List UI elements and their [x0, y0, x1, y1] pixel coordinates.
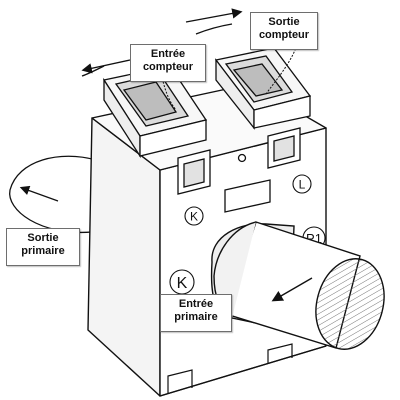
label-sortie-compteur-line1: Sortie [268, 16, 300, 28]
label-entree-primaire-line1: Entrée [178, 298, 214, 310]
label-sortie-primaire-line1: Sortie [27, 232, 59, 244]
entree-primaire-arrow [271, 277, 313, 302]
terminal-windows [177, 127, 301, 213]
sortie-compteur-arrow [185, 8, 243, 23]
label-sortie-compteur-line2: compteur [258, 29, 310, 41]
label-entree-compteur-line1: Entrée [150, 48, 186, 60]
label-entree-primaire: Entrée primaire [160, 294, 232, 332]
entree-compteur-arrow [81, 59, 131, 74]
sortie-compteur-arrow-tail [195, 23, 233, 35]
label-sortie-compteur: Sortie compteur [250, 12, 318, 50]
svg-text:K: K [177, 275, 188, 292]
label-sortie-primaire-line2: primaire [21, 245, 65, 257]
marking-k-small: K [184, 206, 204, 226]
label-entree-compteur: Entrée compteur [130, 44, 206, 82]
marking-k-large: K [169, 269, 195, 295]
sortie-primaire-arrow [19, 185, 59, 202]
primary-conductor-exit [9, 155, 97, 234]
housing-base [159, 343, 327, 397]
marking-l-small: L [292, 174, 312, 194]
label-sortie-primaire: Sortie primaire [6, 228, 80, 266]
svg-text:K: K [190, 210, 198, 224]
svg-text:L: L [299, 178, 306, 192]
terminal-block-left [102, 65, 208, 159]
entree-compteur-arrow-tail [81, 65, 105, 77]
label-entree-primaire-line2: primaire [174, 311, 218, 323]
label-entree-compteur-line2: compteur [142, 61, 194, 73]
